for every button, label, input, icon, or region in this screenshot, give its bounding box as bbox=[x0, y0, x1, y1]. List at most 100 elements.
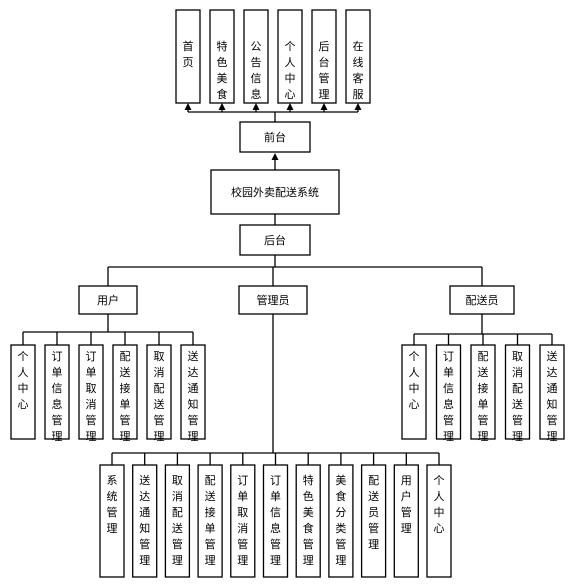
frontend-item-0: 首页 bbox=[175, 9, 201, 104]
frontend-arrow-1 bbox=[218, 103, 226, 110]
courier-func-2-box bbox=[470, 344, 496, 440]
user-func-4: 取消配送管理 bbox=[146, 344, 172, 443]
user-func-0: 个人中心 bbox=[10, 344, 36, 440]
frontend-arrow-2 bbox=[252, 103, 260, 110]
backend-node: 后台 bbox=[239, 224, 311, 256]
frontend-item-2-label: 公告信息 bbox=[251, 40, 262, 101]
admin-func-7: 美食分类管理 bbox=[328, 464, 354, 578]
admin-func-2: 取消配送管理 bbox=[164, 464, 191, 578]
frontend-item-1: 特色美食 bbox=[209, 9, 235, 104]
user-func-3-box bbox=[112, 344, 138, 440]
admin-func-10-box bbox=[426, 464, 452, 578]
admin-func-4: 订单取消管理 bbox=[230, 464, 256, 578]
root-node-label: 校园外卖配送系统 bbox=[231, 185, 319, 199]
admin-func-3-box bbox=[197, 464, 223, 578]
frontend-item-2-box bbox=[243, 9, 269, 104]
diagram-nodes: 校园外卖配送系统前台后台首页特色美食公告信息个人中心后台管理在线客服用户管理员配… bbox=[10, 9, 565, 578]
frontend-item-3-box bbox=[277, 9, 303, 104]
admin-func-8-label: 配送员管理 bbox=[368, 474, 379, 551]
admin-func-0: 系统管理 bbox=[99, 464, 125, 578]
admin-func-10-label: 个人中心 bbox=[434, 474, 445, 535]
role-courier: 配送员 bbox=[449, 285, 515, 315]
frontend-item-3: 个人中心 bbox=[277, 9, 303, 104]
frontend-node-label: 前台 bbox=[264, 130, 286, 144]
courier-func-2-label: 配送接单管理 bbox=[478, 350, 489, 443]
user-func-2-box bbox=[78, 344, 104, 440]
admin-func-6-label: 特色美食管理 bbox=[303, 473, 314, 567]
admin-func-10: 个人中心 bbox=[426, 464, 452, 578]
courier-func-3-label: 取消配送管理 bbox=[512, 350, 523, 443]
frontend-item-5-label: 在线客服 bbox=[353, 40, 364, 101]
admin-func-3: 配送接单管理 bbox=[197, 464, 223, 578]
frontend-item-1-box bbox=[209, 9, 235, 104]
admin-func-8-box bbox=[360, 464, 387, 578]
frontend-node-box bbox=[239, 121, 311, 153]
admin-func-9-box bbox=[393, 464, 419, 578]
courier-func-1-label: 订单信息管理 bbox=[443, 350, 454, 443]
user-func-2: 订单取消管理 bbox=[78, 344, 104, 443]
role-courier-label: 配送员 bbox=[466, 293, 499, 307]
frontend-item-2: 公告信息 bbox=[243, 9, 269, 104]
admin-func-3-label: 配送接单管理 bbox=[205, 474, 216, 567]
user-func-3-label: 配送接单管理 bbox=[120, 350, 131, 443]
courier-func-4-label: 送达通知管理 bbox=[547, 349, 558, 443]
courier-func-2: 配送接单管理 bbox=[470, 344, 496, 443]
courier-func-0-box bbox=[401, 344, 427, 440]
user-func-3: 配送接单管理 bbox=[112, 344, 138, 443]
frontend-arrow-0 bbox=[184, 103, 192, 110]
admin-func-0-label: 系统管理 bbox=[107, 474, 118, 535]
admin-func-5-label: 订单信息管理 bbox=[270, 474, 281, 567]
frontend-item-0-box bbox=[175, 9, 201, 104]
user-func-4-label: 取消配送管理 bbox=[154, 350, 165, 443]
frontend-item-4-label: 后台管理 bbox=[319, 40, 330, 101]
admin-func-0-box bbox=[99, 464, 125, 578]
admin-func-4-label: 订单取消管理 bbox=[237, 474, 248, 567]
frontend-arrow-5 bbox=[354, 103, 362, 110]
frontend-item-4: 后台管理 bbox=[311, 9, 337, 104]
role-user-box bbox=[78, 285, 138, 315]
admin-func-9-label: 用户管理 bbox=[401, 474, 412, 535]
connector-lines bbox=[22, 103, 553, 465]
root-node-box bbox=[210, 169, 340, 215]
user-func-1-label: 订单信息管理 bbox=[52, 350, 63, 443]
courier-func-3: 取消配送管理 bbox=[504, 344, 531, 443]
frontend-item-5: 在线客服 bbox=[345, 9, 371, 104]
admin-func-1: 送达通知管理 bbox=[132, 464, 158, 578]
role-courier-box bbox=[449, 285, 515, 315]
admin-func-4-box bbox=[230, 464, 256, 578]
frontend-item-3-label: 个人中心 bbox=[285, 40, 296, 101]
admin-func-9: 用户管理 bbox=[393, 464, 419, 578]
root-node: 校园外卖配送系统 bbox=[210, 169, 340, 215]
backend-node-label: 后台 bbox=[264, 233, 286, 247]
user-func-5-label: 送达通知管理 bbox=[188, 349, 199, 443]
backend-node-box bbox=[239, 224, 311, 256]
admin-func-7-box bbox=[328, 464, 354, 578]
courier-func-3-box bbox=[504, 344, 531, 440]
admin-func-5: 订单信息管理 bbox=[262, 464, 289, 578]
admin-func-2-label: 取消配送管理 bbox=[172, 474, 183, 567]
role-admin: 管理员 bbox=[238, 285, 308, 315]
admin-func-6: 特色美食管理 bbox=[295, 464, 321, 578]
admin-func-6-box bbox=[295, 464, 321, 578]
user-func-1-box bbox=[44, 344, 70, 440]
frontend-item-5-box bbox=[345, 9, 371, 104]
admin-func-8: 配送员管理 bbox=[360, 464, 387, 578]
frontend-node: 前台 bbox=[239, 121, 311, 153]
user-func-2-label: 订单取消管理 bbox=[86, 350, 97, 443]
courier-func-4: 送达通知管理 bbox=[539, 344, 565, 443]
admin-func-7-label: 美食分类管理 bbox=[335, 474, 346, 567]
role-user: 用户 bbox=[78, 285, 138, 315]
user-func-5: 送达通知管理 bbox=[180, 344, 206, 443]
admin-func-5-box bbox=[262, 464, 289, 578]
courier-func-1-box bbox=[435, 344, 462, 440]
role-admin-box bbox=[238, 285, 308, 315]
frontend-item-0-label: 首页 bbox=[183, 39, 194, 69]
courier-func-1: 订单信息管理 bbox=[435, 344, 462, 443]
admin-func-1-label: 送达通知管理 bbox=[139, 473, 150, 567]
frontend-arrow-4 bbox=[320, 103, 328, 110]
user-func-4-box bbox=[146, 344, 172, 440]
user-func-0-box bbox=[10, 344, 36, 440]
courier-func-4-box bbox=[539, 344, 565, 440]
courier-func-0-label: 个人中心 bbox=[409, 350, 420, 411]
